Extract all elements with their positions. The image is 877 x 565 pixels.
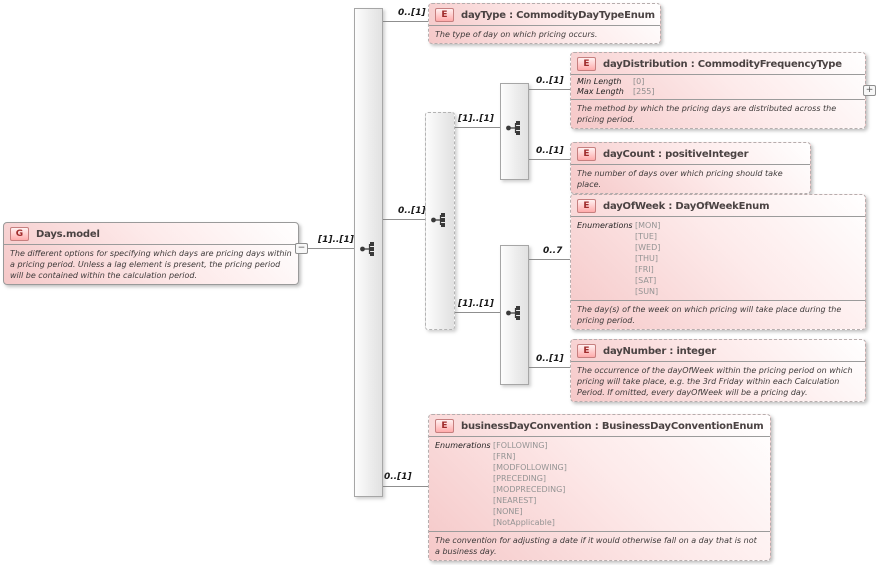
node-title: dayDistribution : CommodityFrequencyType [603,58,842,70]
sequence-bar-1[interactable] [500,83,529,180]
node-days-model[interactable]: G Days.model The different options for s… [3,222,299,285]
enum-value: [NotApplicable] [493,518,555,527]
node-dayofweek[interactable]: E dayOfWeek : DayOfWeekEnum Enumerations… [570,194,866,330]
enum-value: [NONE] [493,507,523,516]
element-badge-icon: E [577,199,596,213]
node-daytype[interactable]: E dayType : CommodityDayTypeEnum The typ… [428,3,661,44]
sequence-icon[interactable] [505,305,525,321]
enumerations-section: Enumerations [FOLLOWING] [FRN] [MODFOLLOWI… [429,436,770,531]
cardinality-label: [1]..[1] [458,299,494,309]
connector-line [528,89,570,90]
facet-value: [255] [633,87,655,96]
node-title: businessDayConvention : BusinessDayConve… [461,420,764,432]
enum-value: [TUE] [635,232,658,241]
enum-value: [SUN] [635,287,659,296]
group-badge-icon: G [10,227,29,241]
cardinality-label: 0..[1] [536,146,564,156]
enum-value: [NEAREST] [493,496,537,505]
cardinality-label: [1]..[1] [318,235,354,245]
enum-value: [FOLLOWING] [493,441,548,450]
connector-line [455,127,500,128]
facet-list: Min Length [0] Max Length [255] [571,74,865,99]
connector-line [528,259,570,260]
node-title: Days.model [36,228,100,240]
connector-line [528,367,570,368]
node-title: dayType : CommodityDayTypeEnum [461,9,655,21]
node-title: dayOfWeek : DayOfWeekEnum [603,200,770,212]
connector-line [382,219,425,220]
sequence-icon[interactable] [359,241,379,257]
facet-label: Min Length [577,77,622,86]
node-header: E dayCount : positiveInteger [571,143,810,164]
cardinality-label: 0..7 [543,246,563,256]
element-badge-icon: E [577,147,596,161]
node-daycount[interactable]: E dayCount : positiveInteger The number … [570,142,811,194]
node-header: E dayOfWeek : DayOfWeekEnum [571,195,865,216]
node-description: The different options for specifying whi… [4,244,298,284]
enum-value: [MON] [635,221,661,230]
connector-line [382,21,428,22]
node-title: dayCount : positiveInteger [603,148,749,160]
connector-line [455,312,500,313]
node-description: The convention for adjusting a date if i… [429,531,770,560]
node-header: E dayDistribution : CommodityFrequencyTy… [571,53,865,74]
enumerations-section: Enumerations [MON] [TUE] [WED] [THU] [FRI] [S… [571,216,865,300]
enum-value: [FRN] [493,452,516,461]
element-badge-icon: E [435,419,454,433]
cardinality-label: 0..[1] [398,206,426,216]
facet-label: Max Length [577,87,624,96]
cardinality-label: [1]..[1] [458,114,494,124]
node-description: The occurrence of the dayOfWeek within t… [571,361,865,401]
node-header: E dayType : CommodityDayTypeEnum [429,4,660,25]
enum-value: [SAT] [635,276,657,285]
node-daydistribution[interactable]: E dayDistribution : CommodityFrequencyTy… [570,52,866,129]
node-description: The number of days over which pricing sh… [571,164,810,193]
cardinality-label: 0..[1] [536,76,564,86]
node-header: G Days.model [4,223,298,244]
sequence-icon[interactable] [505,120,525,136]
element-badge-icon: E [577,344,596,358]
enum-value: [THU] [635,254,658,263]
enumeration-values: [FOLLOWING] [FRN] [MODFOLLOWING] [PRECEDING… [493,440,567,528]
sequence-icon[interactable] [430,212,450,228]
node-description: The type of day on which pricing occurs. [429,25,660,43]
expand-button[interactable]: + [863,85,876,96]
enum-value: [FRI] [635,265,654,274]
node-header: E businessDayConvention : BusinessDayCon… [429,415,770,436]
node-description: The method by which the pricing days are… [571,99,865,128]
element-badge-icon: E [577,57,596,71]
connector-line [528,159,570,160]
enum-value: [WED] [635,243,661,252]
element-badge-icon: E [435,8,454,22]
enumerations-label: Enumerations [577,221,633,230]
node-header: E dayNumber : integer [571,340,865,361]
facet-value: [0] [633,77,645,86]
enum-value: [MODPRECEDING] [493,485,566,494]
connector-line [382,486,428,487]
node-title: dayNumber : integer [603,345,717,357]
root-sequence-bar[interactable] [354,8,383,497]
node-description: The day(s) of the week on which pricing … [571,300,865,329]
node-businessdayconvention[interactable]: E businessDayConvention : BusinessDayCon… [428,414,771,561]
enum-value: [MODFOLLOWING] [493,463,567,472]
node-daynumber[interactable]: E dayNumber : integer The occurrence of … [570,339,866,402]
enumerations-label: Enumerations [435,441,491,450]
cardinality-label: 0..[1] [398,8,426,18]
cardinality-label: 0..[1] [536,354,564,364]
collapse-button[interactable]: − [295,243,308,254]
cardinality-label: 0..[1] [384,472,412,482]
connector-line [308,248,354,249]
enum-value: [PRECEDING] [493,474,547,483]
enumeration-values: [MON] [TUE] [WED] [THU] [FRI] [SAT] [SUN] [635,220,660,297]
sequence-bar-2[interactable] [500,245,529,385]
